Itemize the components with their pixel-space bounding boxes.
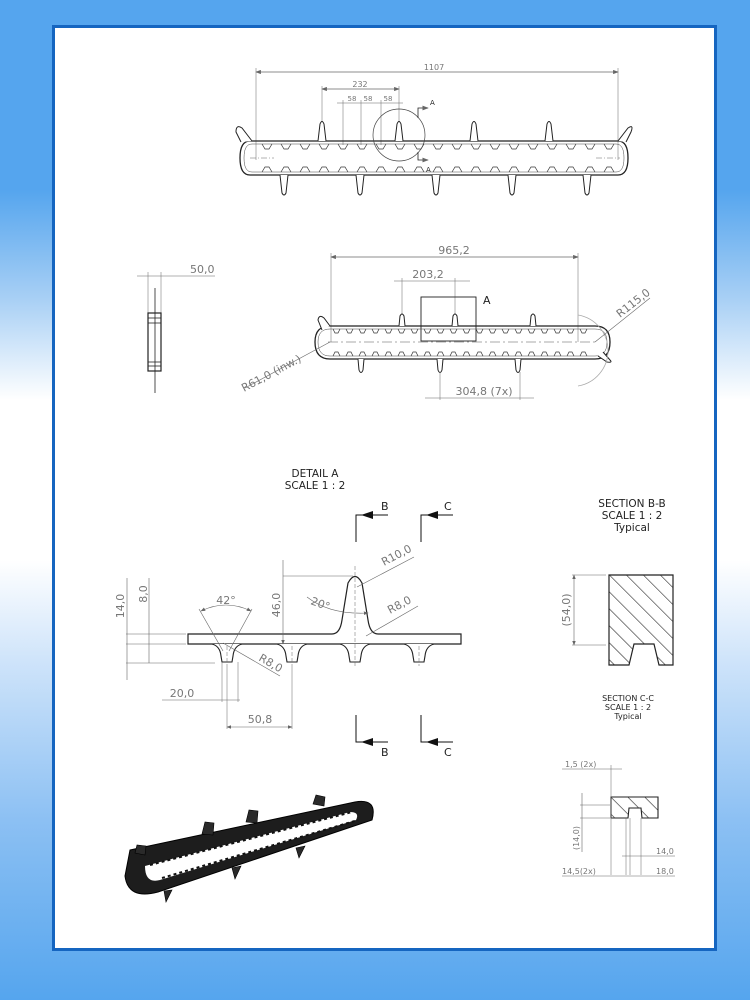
top-view: 1107 232 58 58 58 bbox=[235, 63, 633, 196]
dim-14: 14,0 bbox=[656, 847, 674, 856]
detail-a-view: DETAIL A SCALE 1 : 2 B C B C bbox=[114, 468, 462, 759]
section-bb-title: SECTION B-B bbox=[598, 498, 665, 510]
dim-50: 50,0 bbox=[190, 263, 215, 276]
side-view: 50,0 bbox=[137, 263, 215, 393]
dim-965-2: 965,2 bbox=[438, 244, 470, 257]
dim-1-5: 1,5 (2x) bbox=[565, 760, 596, 769]
dim-1107: 1107 bbox=[424, 63, 444, 72]
section-c-top: C bbox=[444, 500, 452, 513]
section-c-bottom: C bbox=[444, 746, 452, 759]
radius-r8-top: R8,0 bbox=[385, 593, 413, 616]
section-bb-scale: SCALE 1 : 2 bbox=[602, 510, 663, 522]
angle-42: 42° bbox=[216, 594, 236, 607]
drawing-sheet bbox=[52, 25, 717, 951]
dim-50-8: 50,8 bbox=[248, 713, 273, 726]
dim-r61: R61,0 (inw.) bbox=[239, 352, 303, 394]
angle-20: 20° bbox=[309, 595, 332, 614]
dim-58-2: 58 bbox=[364, 95, 373, 103]
main-view: 965,2 203,2 A R115,0 bbox=[239, 244, 653, 400]
section-bb-note: Typical bbox=[613, 522, 650, 534]
section-cc-title: SECTION C-C bbox=[602, 694, 654, 703]
section-cc-scale: SCALE 1 : 2 bbox=[605, 703, 651, 712]
dim-232: 232 bbox=[352, 80, 367, 89]
dim-20: 20,0 bbox=[170, 687, 195, 700]
section-b-top: B bbox=[381, 500, 389, 513]
section-cc-view: SECTION C-C SCALE 1 : 2 Typical 1,5 (2x)… bbox=[562, 694, 675, 877]
detail-a-title: DETAIL A bbox=[292, 468, 340, 480]
dim-54: (54,0) bbox=[560, 593, 573, 626]
section-bb-view: SECTION B-B SCALE 1 : 2 Typical (54,0) bbox=[560, 498, 674, 666]
radius-r10: R10,0 bbox=[379, 542, 413, 569]
section-mark-a-bottom: A bbox=[426, 166, 431, 174]
dim-8: 8,0 bbox=[137, 585, 150, 603]
dim-r115: R115,0 bbox=[614, 286, 653, 320]
dim-58-3: 58 bbox=[384, 95, 393, 103]
dim-203-2: 203,2 bbox=[412, 268, 444, 281]
dim-18: 18,0 bbox=[656, 867, 674, 876]
radius-r8-bottom: R8,0 bbox=[257, 651, 285, 675]
dim-58-1: 58 bbox=[348, 95, 357, 103]
detail-a-scale: SCALE 1 : 2 bbox=[285, 480, 346, 492]
dim-46: 46,0 bbox=[270, 593, 283, 618]
isometric-view bbox=[124, 794, 374, 903]
detail-label-a: A bbox=[483, 294, 491, 307]
dim-14-ref: (14,0) bbox=[572, 826, 581, 850]
dim-304-8: 304,8 (7x) bbox=[455, 385, 512, 398]
section-mark-a-top: A bbox=[430, 99, 435, 107]
dim-14-5: 14,5(2x) bbox=[562, 867, 596, 876]
section-cc-note: Typical bbox=[613, 712, 641, 721]
section-b-bottom: B bbox=[381, 746, 389, 759]
dim-14: 14,0 bbox=[114, 594, 127, 619]
